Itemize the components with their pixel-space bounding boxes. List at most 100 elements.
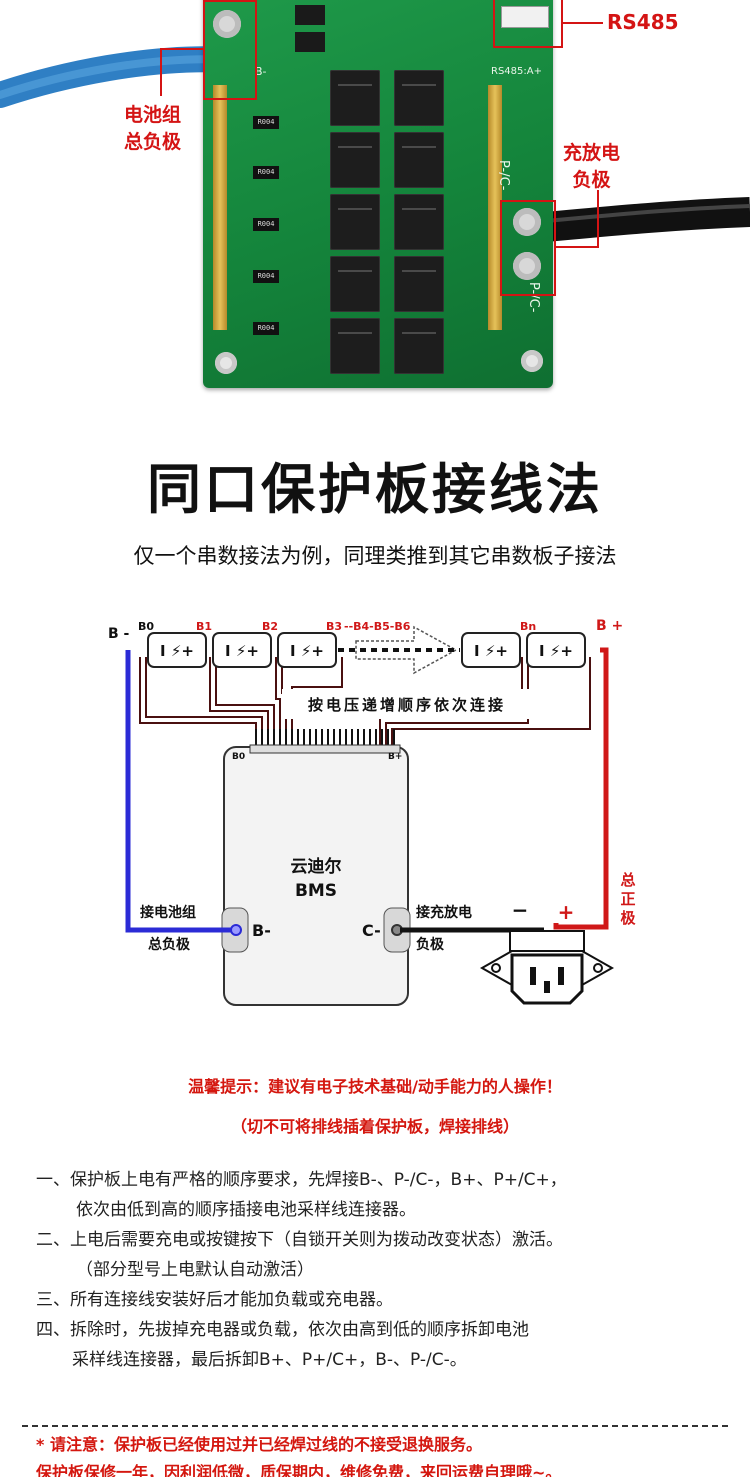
charge-leader bbox=[597, 190, 599, 246]
copper-rail-left bbox=[213, 85, 227, 330]
label-total-negative: 总负极 bbox=[148, 936, 191, 953]
label-charge-negative: 负极 bbox=[416, 936, 445, 953]
c-minus-terminal-bottom bbox=[513, 252, 541, 280]
label-b1: B1 bbox=[196, 620, 212, 633]
silk-rs485: RS485:A+ bbox=[491, 66, 542, 77]
board-bplus: B+ bbox=[388, 752, 402, 762]
board-name: 云迪尔 bbox=[291, 856, 342, 877]
pin-b-minus-dot bbox=[230, 924, 242, 936]
battery-cell-symbol-icon: I ⚡+ bbox=[225, 642, 259, 660]
warning-line-2: （切不可将排线插着保护板，焊接排线） bbox=[230, 1117, 519, 1136]
silk-p-c-top: P-/C- bbox=[496, 160, 511, 191]
wiring-diagram: B - B0 B1 B2 B3 --B4-B5-B6 Bn B + 按电压递增顺… bbox=[0, 605, 750, 1025]
mount-hole bbox=[521, 350, 543, 372]
instruction-4-cont: 采样线连接器，最后拆卸B+、P+/C+，B-、P-/C-。 bbox=[72, 1350, 467, 1370]
battery-cell-1: I ⚡+ bbox=[147, 632, 207, 668]
label-total-pos-3: 极 bbox=[620, 909, 636, 927]
mosfet bbox=[394, 256, 444, 312]
battery-cells: I ⚡+ I ⚡+ I ⚡+ I ⚡+ I ⚡+ bbox=[147, 632, 586, 668]
battery-cell-n-1: I ⚡+ bbox=[461, 632, 521, 668]
sense-wire-b1 bbox=[209, 657, 269, 745]
label-b2: B2 bbox=[262, 620, 278, 633]
instruction-list: 一、保护板上电有严格的顺序要求，先焊接B-、P-/C-，B+、P+/C+， 依次… bbox=[36, 1165, 726, 1375]
battery-cell-2: I ⚡+ bbox=[212, 632, 272, 668]
b-minus-highlight bbox=[203, 0, 257, 100]
mosfet bbox=[394, 132, 444, 188]
dashed-divider bbox=[22, 1425, 728, 1427]
charge-negative-callout-line2: 负极 bbox=[572, 169, 611, 191]
banner-bg bbox=[282, 689, 532, 719]
battery-cell-symbol-icon: I ⚡+ bbox=[539, 642, 573, 660]
board-b0: B0 bbox=[232, 752, 245, 762]
charger-plus: + bbox=[558, 900, 575, 924]
resistor: R004 bbox=[253, 116, 279, 129]
notice-line-1: * 请注意：保护板已经使用过并已经焊过线的不接受退换服务。 bbox=[36, 1435, 482, 1454]
label-total-pos-1: 总 bbox=[620, 871, 635, 889]
rs485-callout: RS485 bbox=[607, 10, 679, 34]
label-total-pos-2: 正 bbox=[620, 890, 635, 908]
charge-negative-callout: 充放电 负极 bbox=[563, 140, 620, 194]
rs485-leader bbox=[563, 22, 603, 24]
battery-negative-callout-line1: 电池组 bbox=[124, 104, 182, 126]
board-bms: BMS bbox=[295, 881, 337, 901]
pin-c-minus-label: C- bbox=[362, 921, 381, 940]
sense-wires bbox=[139, 657, 591, 745]
charge-negative-highlight bbox=[500, 200, 556, 296]
sense-wire-bplus bbox=[391, 657, 591, 745]
copper-rail-right bbox=[488, 85, 502, 330]
page-subtitle: 仅一个串数接法为例，同理类推到其它串数板子接法 bbox=[133, 544, 617, 568]
battery-cell-symbol-icon: I ⚡+ bbox=[474, 642, 508, 660]
pcb-board: R004 R004 R004 R004 R004 B- RS485:A+ P-/… bbox=[203, 0, 553, 388]
pcb-photo: R004 R004 R004 R004 R004 B- RS485:A+ P-/… bbox=[0, 0, 750, 400]
battery-leader-h bbox=[160, 48, 204, 50]
instruction-1: 一、保护板上电有严格的顺序要求，先焊接B-、P-/C-，B+、P+/C+， bbox=[36, 1170, 567, 1190]
label-connect-charge: 接充放电 bbox=[416, 904, 472, 921]
mosfet bbox=[394, 318, 444, 374]
warning-line-1: 温馨提示：建议有电子技术基础/动手能力的人操作！ bbox=[188, 1077, 562, 1096]
wire-b-minus bbox=[125, 650, 232, 933]
notice-line-2: 保护板保修一年，因利润低微，质保期内，维修免费，来回运费自理哦~。 bbox=[36, 1463, 562, 1477]
resistor: R004 bbox=[253, 270, 279, 283]
series-arrow-icon bbox=[338, 625, 460, 675]
sense-wire-b2 bbox=[275, 657, 281, 745]
mosfet bbox=[330, 194, 380, 250]
charger-socket-icon bbox=[479, 930, 615, 1005]
charge-negative-callout-line1: 充放电 bbox=[563, 142, 621, 164]
c-minus-terminal-top bbox=[513, 208, 541, 236]
battery-cell-symbol-icon: I ⚡+ bbox=[160, 642, 194, 660]
label-b-minus: B - bbox=[108, 626, 130, 642]
resistor: R004 bbox=[253, 322, 279, 335]
rs485-connector bbox=[501, 6, 549, 28]
mosfet bbox=[394, 194, 444, 250]
mosfet bbox=[330, 318, 380, 374]
bms-connector bbox=[249, 744, 401, 754]
chip bbox=[295, 32, 325, 52]
sense-wire-b0 bbox=[139, 657, 257, 745]
label-b3: B3 bbox=[326, 620, 342, 633]
battery-leader bbox=[160, 48, 162, 96]
rs485-highlight bbox=[493, 0, 563, 48]
resistor: R004 bbox=[253, 218, 279, 231]
instruction-4: 四、拆除时，先拔掉充电器或负载，依次由高到低的顺序拆卸电池 bbox=[36, 1320, 529, 1340]
mosfet bbox=[330, 256, 380, 312]
battery-cell-n: I ⚡+ bbox=[526, 632, 586, 668]
mosfet bbox=[330, 70, 380, 126]
label-connect-battery: 接电池组 bbox=[140, 904, 196, 921]
battery-cell-symbol-icon: I ⚡+ bbox=[290, 642, 324, 660]
mount-hole bbox=[215, 352, 237, 374]
b-minus-terminal bbox=[213, 10, 241, 38]
instruction-3: 三、所有连接线安装好后才能加负载或充电器。 bbox=[36, 1290, 393, 1310]
mosfet bbox=[394, 70, 444, 126]
battery-cell-3: I ⚡+ bbox=[277, 632, 337, 668]
cable-illustrations bbox=[0, 46, 750, 243]
label-b4-b6: --B4-B5-B6 bbox=[344, 620, 411, 633]
resistor: R004 bbox=[253, 166, 279, 179]
label-b0: B0 bbox=[138, 620, 154, 633]
instruction-2-cont: （部分型号上电默认自动激活） bbox=[76, 1260, 314, 1280]
charge-leader-h bbox=[556, 246, 599, 248]
banner-text: 按电压递增顺序依次连接 bbox=[308, 696, 506, 714]
chip bbox=[295, 5, 325, 25]
page-title: 同口保护板接线法 bbox=[147, 458, 603, 521]
battery-negative-callout: 电池组 总负极 bbox=[124, 102, 181, 156]
label-b-plus: B + bbox=[596, 618, 623, 634]
